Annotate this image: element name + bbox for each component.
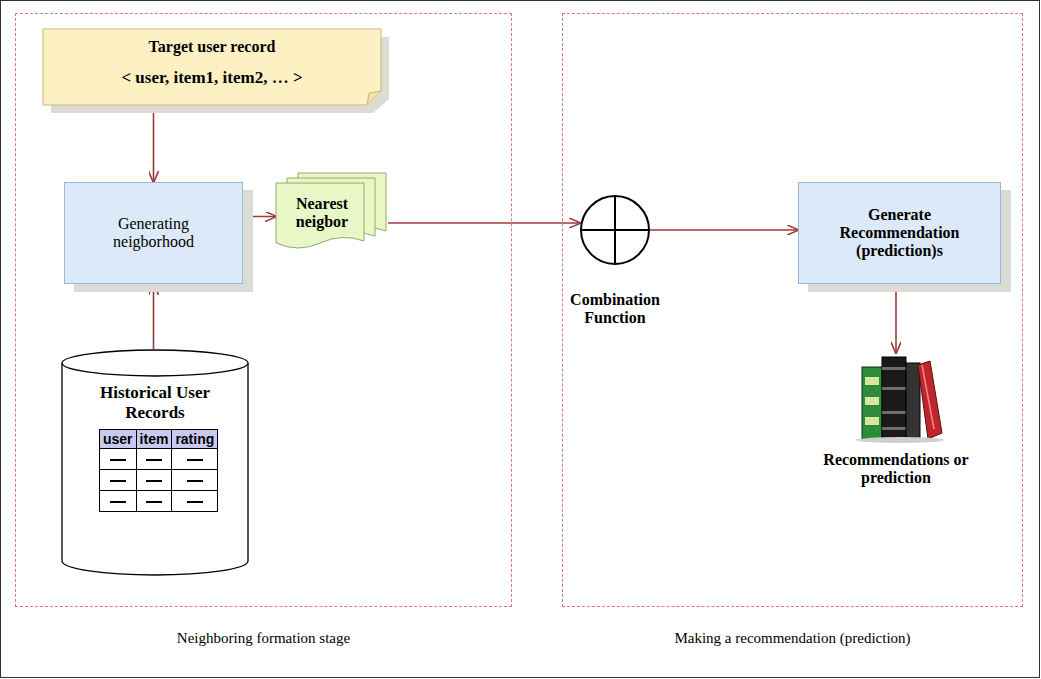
table-header-cell: item <box>136 430 172 449</box>
books-icon: Recommendations or prediction <box>848 353 944 443</box>
record-table: user item rating <box>99 429 218 512</box>
cell-dash <box>146 459 162 461</box>
cell-dash <box>146 501 162 503</box>
note-body: < user, item1, item2, … > <box>121 68 302 88</box>
table-cell <box>136 470 172 491</box>
stack-text: Nearest neigbor <box>280 195 364 232</box>
cell-dash <box>110 480 126 482</box>
table-cell: item <box>140 431 169 447</box>
table-cell <box>172 449 218 470</box>
document-stack: Nearest neigbor <box>276 173 388 251</box>
table-header-cell: rating <box>172 430 218 449</box>
flow-arrow <box>650 229 798 231</box>
table-row <box>100 470 218 491</box>
circle-shape <box>580 195 650 265</box>
stage-region: Neighboring formation stageTarget user r… <box>15 13 512 607</box>
table-cell <box>136 449 172 470</box>
cell-dash <box>187 459 203 461</box>
table-cell: rating <box>175 431 214 447</box>
table-cell <box>100 449 137 470</box>
cell-dash <box>110 459 126 461</box>
flow-arrow <box>243 216 276 218</box>
table-row <box>100 491 218 512</box>
flow-arrow <box>153 105 155 182</box>
books-label: Recommendations or prediction <box>818 451 974 488</box>
stage-region: Making a recommendation (prediction)Comb… <box>562 13 1023 607</box>
record-note: Target user record < user, item1, item2, … <box>43 29 381 105</box>
box-text: Generating neigborhood <box>77 215 230 251</box>
table-cell <box>136 491 172 512</box>
table-cell <box>100 470 137 491</box>
table-cell <box>100 491 137 512</box>
cell-dash <box>187 501 203 503</box>
flow-arrow <box>388 222 580 224</box>
circle-label: Combination Function <box>555 291 675 328</box>
process-box: Generate Recommendation (prediction)s <box>798 182 1001 284</box>
table-header-cell: user <box>100 430 137 449</box>
flow-arrow <box>895 284 897 353</box>
database-text: Historical User Records <box>95 383 215 424</box>
process-box: Generating neigborhood <box>64 182 243 284</box>
table-cell <box>172 470 218 491</box>
table-header-row: user item rating <box>100 430 218 449</box>
box-text: Generate Recommendation (prediction)s <box>811 206 988 260</box>
flow-arrow <box>153 284 155 349</box>
table-cell <box>172 491 218 512</box>
combination-circle: Combination Function <box>580 195 650 265</box>
database-cylinder: Historical User Records user item rating <box>61 349 249 577</box>
table-cell: user <box>103 431 133 447</box>
table-row <box>100 449 218 470</box>
stage-label: Making a recommendation (prediction) <box>563 630 1022 647</box>
cell-dash <box>110 501 126 503</box>
books-shape <box>848 353 944 443</box>
cell-dash <box>187 480 203 482</box>
note-heading: Target user record <box>149 38 276 56</box>
stage-label: Neighboring formation stage <box>16 630 511 647</box>
cell-dash <box>146 480 162 482</box>
